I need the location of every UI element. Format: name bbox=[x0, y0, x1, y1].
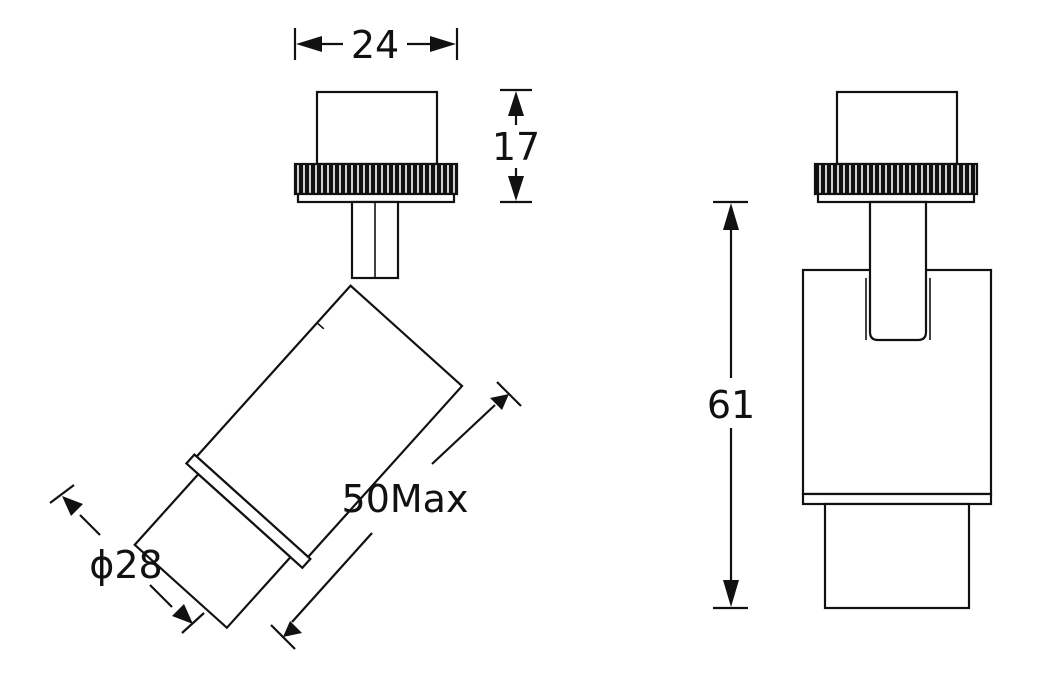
right-yoke bbox=[868, 200, 928, 342]
dim-cap-height: 17 bbox=[492, 88, 540, 204]
right-ring-base bbox=[816, 192, 976, 204]
dim-cap-height-label: 17 bbox=[492, 125, 540, 169]
right-view: 61 bbox=[707, 90, 993, 610]
dim-total-height-label: 61 bbox=[707, 383, 755, 427]
right-knurl-ring bbox=[813, 162, 979, 196]
dim-diameter: ϕ28 bbox=[49, 484, 205, 634]
right-barrel bbox=[823, 502, 971, 610]
left-view: 24 17 ϕ28 bbox=[49, 23, 540, 650]
left-ring-base bbox=[296, 192, 456, 204]
dim-length-label: 50Max bbox=[342, 477, 469, 521]
right-band bbox=[801, 492, 993, 506]
dim-width-label: 24 bbox=[351, 23, 399, 67]
dim-width: 24 bbox=[293, 23, 459, 67]
left-lamp-body bbox=[133, 284, 464, 630]
right-top-cap bbox=[835, 90, 959, 166]
left-top-cap bbox=[315, 90, 439, 166]
dim-length: 50Max bbox=[270, 381, 522, 650]
dim-total-height: 61 bbox=[707, 200, 755, 610]
left-knurl-ring bbox=[293, 162, 459, 196]
dim-diameter-label: ϕ28 bbox=[89, 543, 162, 587]
